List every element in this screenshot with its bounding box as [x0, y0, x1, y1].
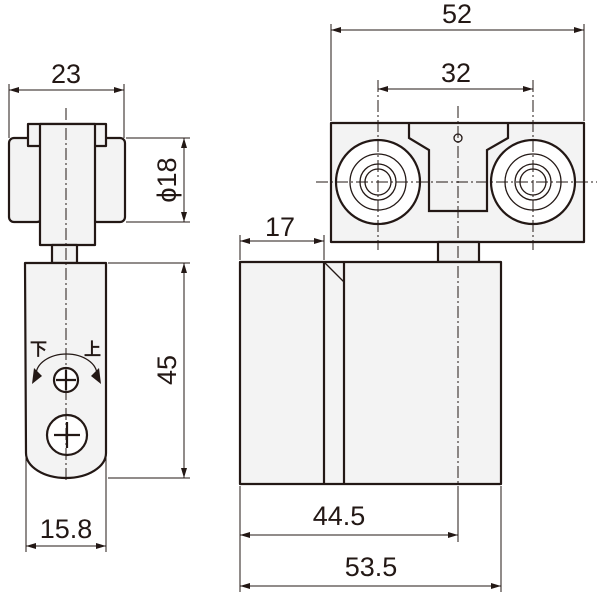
up-mark: 上: [84, 340, 101, 360]
right-roller: [90, 136, 127, 224]
dim-52-label: 52: [442, 0, 472, 29]
dim-45-label: 45: [152, 355, 182, 385]
dim-phi18-label: ϕ18: [152, 157, 182, 202]
front-view: 52 32 17 44.5 53.5: [238, 0, 597, 592]
dim-15.8-label: 15.8: [40, 514, 93, 544]
axle-shaft: [50, 243, 79, 265]
roller-core: [38, 122, 97, 247]
body-step-diag: [323, 261, 345, 283]
adjust-arrow-left-head: [32, 368, 42, 384]
dim-17-label: 17: [265, 212, 295, 242]
front-body: [238, 260, 503, 486]
adjust-arrow-right-head: [91, 368, 101, 384]
mounting-screw: [45, 413, 89, 457]
dim-32-label: 32: [441, 58, 471, 88]
dim-44.5-label: 44.5: [313, 501, 366, 531]
dim-23-label: 23: [51, 59, 81, 89]
left-roller: [7, 136, 44, 224]
dim-53.5-label: 53.5: [345, 552, 398, 582]
side-view: 下 上 23 ϕ18: [7, 59, 190, 552]
down-mark: 下: [30, 340, 47, 360]
